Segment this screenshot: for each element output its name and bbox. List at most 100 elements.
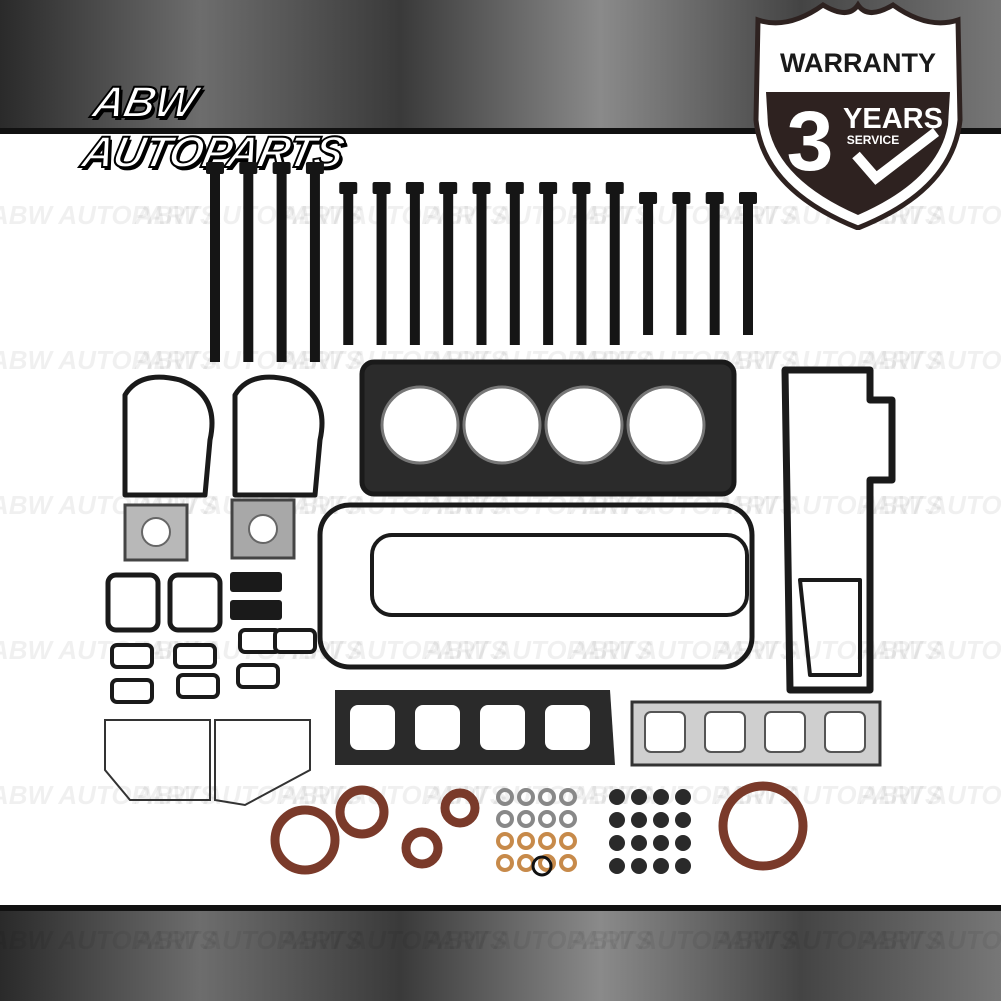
washer [538, 832, 556, 850]
washer [496, 788, 514, 806]
valve-stem-seal [609, 835, 625, 851]
bolt-shank [643, 202, 654, 335]
bolt-head [272, 162, 291, 174]
bolt-head [472, 182, 491, 194]
bolt-head [339, 182, 358, 194]
o-ring [531, 855, 553, 877]
gasket-port [248, 514, 278, 544]
oil-seal [718, 781, 808, 871]
bolt-shank [443, 192, 454, 345]
bolt-head [505, 182, 524, 194]
gasket-port [141, 517, 171, 547]
bolt-head [439, 182, 458, 194]
oil-gasket [214, 719, 311, 807]
bolt-shank [376, 192, 387, 345]
exhaust-port [764, 711, 806, 753]
bolt-head [372, 182, 391, 194]
small-gasket [176, 673, 220, 699]
bolt-shank [609, 192, 620, 345]
washer [538, 854, 556, 872]
washer [538, 788, 556, 806]
bolt-head [705, 192, 724, 204]
cylinder-bore [626, 385, 706, 465]
bolt-shank [709, 202, 720, 335]
bolt-shank [276, 172, 287, 362]
valve-stem-seal [653, 858, 669, 874]
bolt-shank [476, 192, 487, 345]
small-gasket [110, 678, 154, 704]
valve-cover-gasket [317, 502, 755, 670]
egr-gasket [123, 503, 189, 562]
small-gasket [236, 663, 280, 689]
valve-stem-seal [675, 789, 691, 805]
valve-stem-seal [675, 858, 691, 874]
washer [538, 810, 556, 828]
oil-seal [335, 785, 389, 839]
bolt-head [672, 192, 691, 204]
intake-manifold-gasket [335, 690, 615, 765]
intake-port [350, 705, 395, 750]
valve-stem-seal [675, 835, 691, 851]
timing-cover-cutout [798, 578, 862, 677]
washer [517, 810, 535, 828]
bolt-shank [309, 172, 320, 362]
washer [496, 810, 514, 828]
warranty-unit: YEARS [843, 103, 943, 135]
exhaust-port [824, 711, 866, 753]
bolt-head [739, 192, 757, 204]
bolt-head [239, 162, 258, 174]
bolt-shank [210, 172, 220, 362]
water-pump-gasket [122, 374, 215, 498]
bolt-head [639, 192, 658, 204]
valve-cover-inner-gasket [370, 533, 749, 617]
bolt-shank [576, 192, 587, 345]
bolt-head [539, 182, 558, 194]
bolt-shank [743, 202, 753, 335]
warranty-number: 3 [787, 94, 834, 188]
exhaust-manifold-gasket [630, 700, 882, 767]
small-gasket [230, 600, 282, 620]
bolt-head [605, 182, 624, 194]
valve-stem-seal [675, 812, 691, 828]
valve-stem-seal [653, 812, 669, 828]
checkmark-icon [852, 128, 940, 185]
washer [496, 832, 514, 850]
thermostat-gasket [105, 572, 161, 633]
bolt-shank [343, 192, 354, 345]
washer [496, 854, 514, 872]
small-gasket [173, 643, 217, 669]
cylinder-bore [544, 385, 624, 465]
valve-stem-seal [609, 789, 625, 805]
valve-stem-seal [653, 789, 669, 805]
bolt-head [405, 182, 424, 194]
washer [517, 788, 535, 806]
bolt-head [572, 182, 591, 194]
bolt-shank [409, 192, 420, 345]
valve-stem-seal [631, 789, 647, 805]
valve-stem-seal [653, 835, 669, 851]
valve-stem-seal [631, 858, 647, 874]
small-gasket [273, 628, 317, 654]
valve-stem-seal [631, 835, 647, 851]
exhaust-port [704, 711, 746, 753]
oil-seal [401, 827, 443, 869]
warranty-subtitle: SERVICE [847, 133, 899, 147]
washer [517, 832, 535, 850]
bolt-shank [509, 192, 520, 345]
washer [559, 832, 577, 850]
exhaust-port [644, 711, 686, 753]
valve-stem-seal [609, 812, 625, 828]
oil-seal [440, 788, 480, 828]
washer [517, 854, 535, 872]
washer [559, 810, 577, 828]
thermostat-gasket [167, 572, 223, 633]
water-pump-gasket [232, 374, 325, 498]
warranty-title: WARRANTY [780, 48, 936, 78]
intake-port [415, 705, 460, 750]
valve-stem-seal [631, 812, 647, 828]
bolt-shank [543, 192, 554, 345]
valve-stem-seal [609, 858, 625, 874]
small-gasket [110, 643, 154, 669]
